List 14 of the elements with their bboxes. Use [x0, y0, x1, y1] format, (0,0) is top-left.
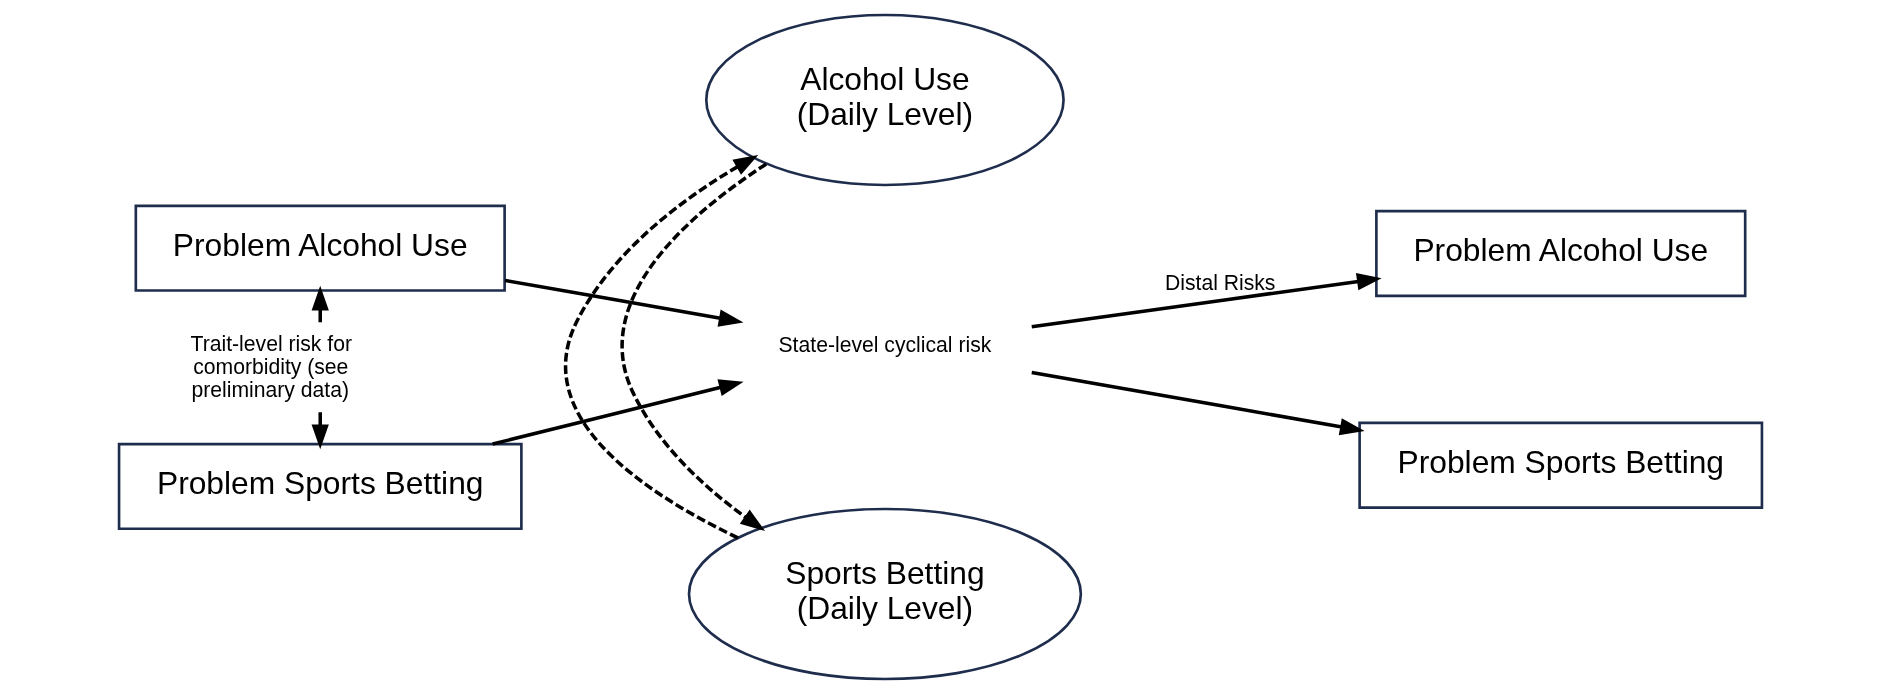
arrow [620, 162, 767, 531]
node-box: Problem Alcohol Use [134, 204, 506, 292]
arrow [491, 379, 744, 446]
node-box: Problem Alcohol Use [1374, 209, 1746, 298]
arrow [504, 278, 743, 327]
edge-label: Distal Risks [1164, 270, 1275, 294]
node-ellipse: Alcohol Use (Daily Level) [704, 13, 1065, 187]
arrow [563, 154, 758, 540]
arrow [1031, 273, 1382, 329]
arrow [1030, 370, 1365, 436]
node-box: Problem Sports Betting [1357, 421, 1763, 509]
node-box: Problem Sports Betting [117, 442, 523, 531]
node-text: State-level cyclical risk [778, 333, 991, 357]
edge-label: Trait-level risk for comorbidity (see preliminary data) [190, 331, 352, 401]
